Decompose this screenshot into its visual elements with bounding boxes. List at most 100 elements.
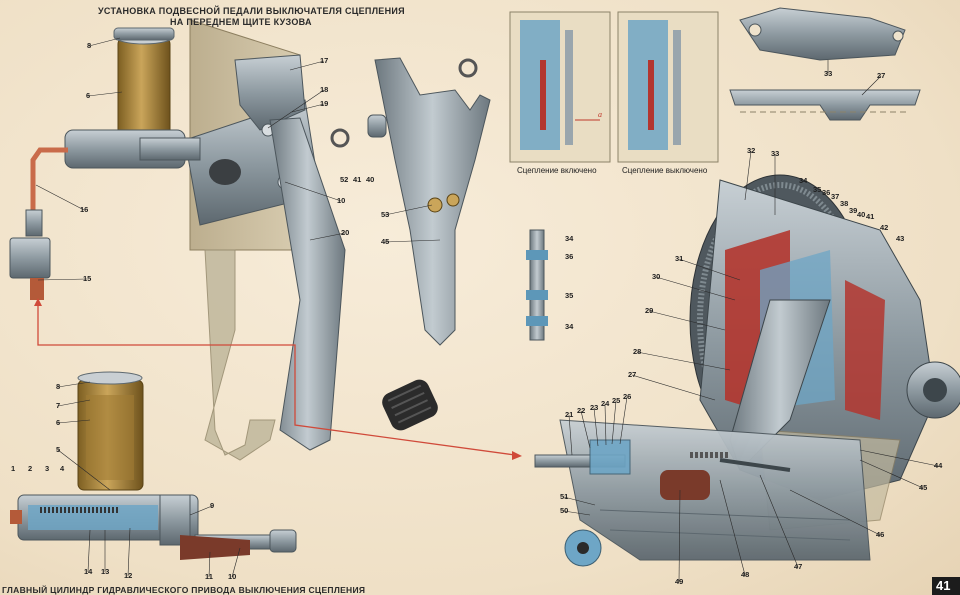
- leader-line: [57, 419, 91, 424]
- callout-label: 24: [601, 399, 610, 408]
- leader-line: [580, 410, 591, 449]
- leader-line: [284, 181, 342, 202]
- callout-label: 41: [353, 175, 362, 184]
- callout-label: 9: [210, 501, 215, 510]
- callout-label: 30: [652, 272, 661, 281]
- callout-label: 6: [56, 418, 61, 427]
- page-number: 41: [932, 577, 960, 595]
- callout-label: 44: [934, 461, 943, 470]
- callout-label: 18: [320, 85, 329, 94]
- leader-line: [289, 60, 325, 71]
- callout-label: 33: [771, 149, 780, 158]
- callout-label: 33: [824, 69, 833, 78]
- pedal-mount-subtitle: НА ПЕРЕДНЕМ ЩИТЕ КУЗОВА: [170, 17, 312, 27]
- callout-label: 23: [590, 403, 599, 412]
- leader-line: [861, 75, 882, 96]
- leader-line: [636, 351, 731, 371]
- callout-label: 38: [840, 199, 849, 208]
- callout-label: 35: [565, 291, 574, 300]
- leader-line: [631, 374, 716, 401]
- leader-line: [655, 276, 736, 301]
- master-cylinder-cutaway: [10, 371, 297, 560]
- leader-line: [678, 258, 741, 281]
- callout-label: 32: [747, 146, 756, 155]
- connection-line: [37, 305, 516, 456]
- callout-label: 37: [831, 192, 840, 201]
- leader-line: [593, 407, 599, 447]
- leader-line: [759, 474, 799, 568]
- leader-line: [87, 529, 91, 573]
- callout-label: 3: [45, 464, 50, 473]
- callout-label: 7: [56, 401, 61, 410]
- leader-line: [384, 204, 433, 216]
- callout-label: 5: [56, 445, 61, 454]
- callout-label: 36: [822, 188, 831, 197]
- leader-line: [611, 400, 617, 445]
- leader-line: [789, 489, 881, 536]
- leader-line: [309, 232, 346, 241]
- leader-line: [568, 414, 573, 456]
- callout-label: 14: [84, 567, 93, 576]
- callout-label: 36: [565, 252, 574, 261]
- leader-line: [57, 381, 91, 388]
- callout-label: 34: [565, 322, 574, 331]
- callout-label: 47: [794, 562, 803, 571]
- callout-label: 26: [623, 392, 632, 401]
- leader-line: [563, 510, 591, 516]
- leader-line: [189, 505, 213, 516]
- callout-label: 50: [560, 506, 569, 515]
- leader-line: [127, 527, 131, 577]
- leader-line: [859, 459, 924, 489]
- callout-label: 4: [60, 464, 65, 473]
- clutch-assembly: [689, 174, 960, 531]
- callout-label: 45: [381, 237, 390, 246]
- callout-label: 1: [11, 464, 16, 473]
- leader-line: [267, 89, 325, 129]
- callout-label: 46: [876, 530, 885, 539]
- leader-line: [604, 403, 607, 446]
- callout-label: 51: [560, 492, 569, 501]
- leader-line: [57, 399, 91, 407]
- callout-label: 2: [28, 464, 33, 473]
- callout-label: 19: [320, 99, 329, 108]
- leader-line: [648, 310, 726, 331]
- callout-label: 43: [896, 234, 905, 243]
- callout-label: 10: [228, 572, 237, 581]
- leader-line: [291, 103, 325, 113]
- pedal-mount-assembly: [9, 19, 438, 461]
- callout-label: 13: [101, 567, 110, 576]
- callout-label: 41: [866, 212, 875, 221]
- leader-line: [719, 479, 746, 576]
- callout-label: 31: [675, 254, 684, 263]
- callout-label: 35: [813, 185, 822, 194]
- callout-label: 28: [633, 347, 642, 356]
- pedal-mount-title: УСТАНОВКА ПОДВЕСНОЙ ПЕДАЛИ ВЫКЛЮЧАТЕЛЯ С…: [98, 6, 405, 16]
- callout-label: 40: [366, 175, 375, 184]
- callout-label: 53: [381, 210, 390, 219]
- callout-label: 27: [877, 71, 886, 80]
- caption-disengaged: Сцепление выключено: [622, 166, 708, 175]
- leader-line: [87, 91, 123, 97]
- callout-label: 52: [340, 175, 349, 184]
- callout-label: 8: [87, 41, 92, 50]
- leader-line: [619, 396, 628, 445]
- callout-label: 27: [628, 370, 637, 379]
- slave-cylinder-assembly: [534, 419, 871, 567]
- callout-label: 48: [741, 570, 750, 579]
- callout-label: 34: [799, 176, 808, 185]
- callout-label: 40: [857, 210, 866, 219]
- callout-label: 42: [880, 223, 889, 232]
- strap-detail: [526, 229, 548, 341]
- callout-label: 29: [645, 306, 654, 315]
- master-cylinder-title: ГЛАВНЫЙ ЦИЛИНДР ГИДРАВЛИЧЕСКОГО ПРИВОДА …: [2, 585, 366, 595]
- leader-line: [384, 239, 441, 243]
- leader-line: [859, 449, 939, 467]
- leader-line: [35, 184, 85, 211]
- callout-label: 25: [612, 396, 621, 405]
- callout-label: 39: [849, 206, 858, 215]
- gap-letter: а: [598, 110, 602, 119]
- pedal-lever-parts: [330, 57, 491, 346]
- callout-label: 11: [205, 572, 213, 581]
- callout-label: 20: [341, 228, 350, 237]
